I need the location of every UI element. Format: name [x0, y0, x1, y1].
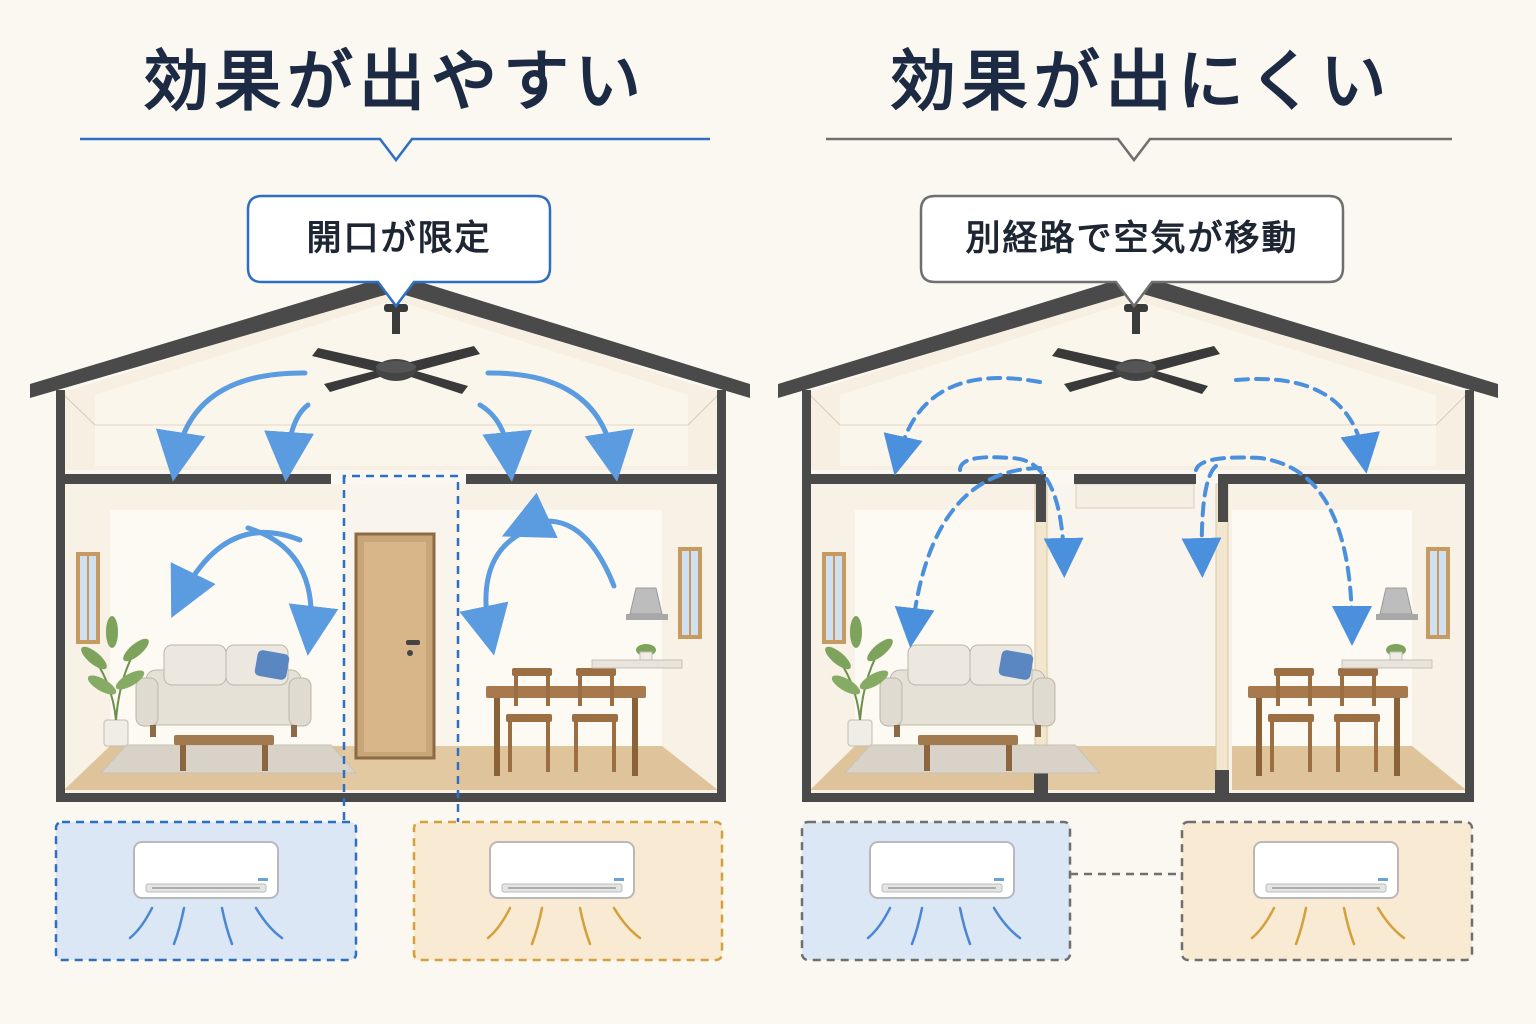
right-heading-underline: [826, 137, 1452, 163]
left-airflow-arrows: [155, 370, 635, 656]
right-cool-zone: [800, 820, 1072, 962]
left-callout-text: 開口が限定: [306, 219, 492, 259]
right-house: [778, 274, 1498, 802]
left-heading: 効果が出やすい: [143, 42, 647, 120]
left-house: [30, 274, 750, 826]
right-warm-zone: [1180, 820, 1474, 962]
left-cool-zone: [54, 820, 358, 962]
right-airflow-arrows: [883, 376, 1380, 648]
right-callout-bubble: [919, 194, 1345, 309]
right-callout-text: 別経路で空気が移動: [965, 219, 1299, 259]
left-warm-zone: [412, 820, 724, 962]
right-heading: 効果が出にくい: [889, 42, 1393, 120]
left-callout-bubble: [246, 194, 552, 309]
left-heading-underline: [80, 137, 710, 163]
